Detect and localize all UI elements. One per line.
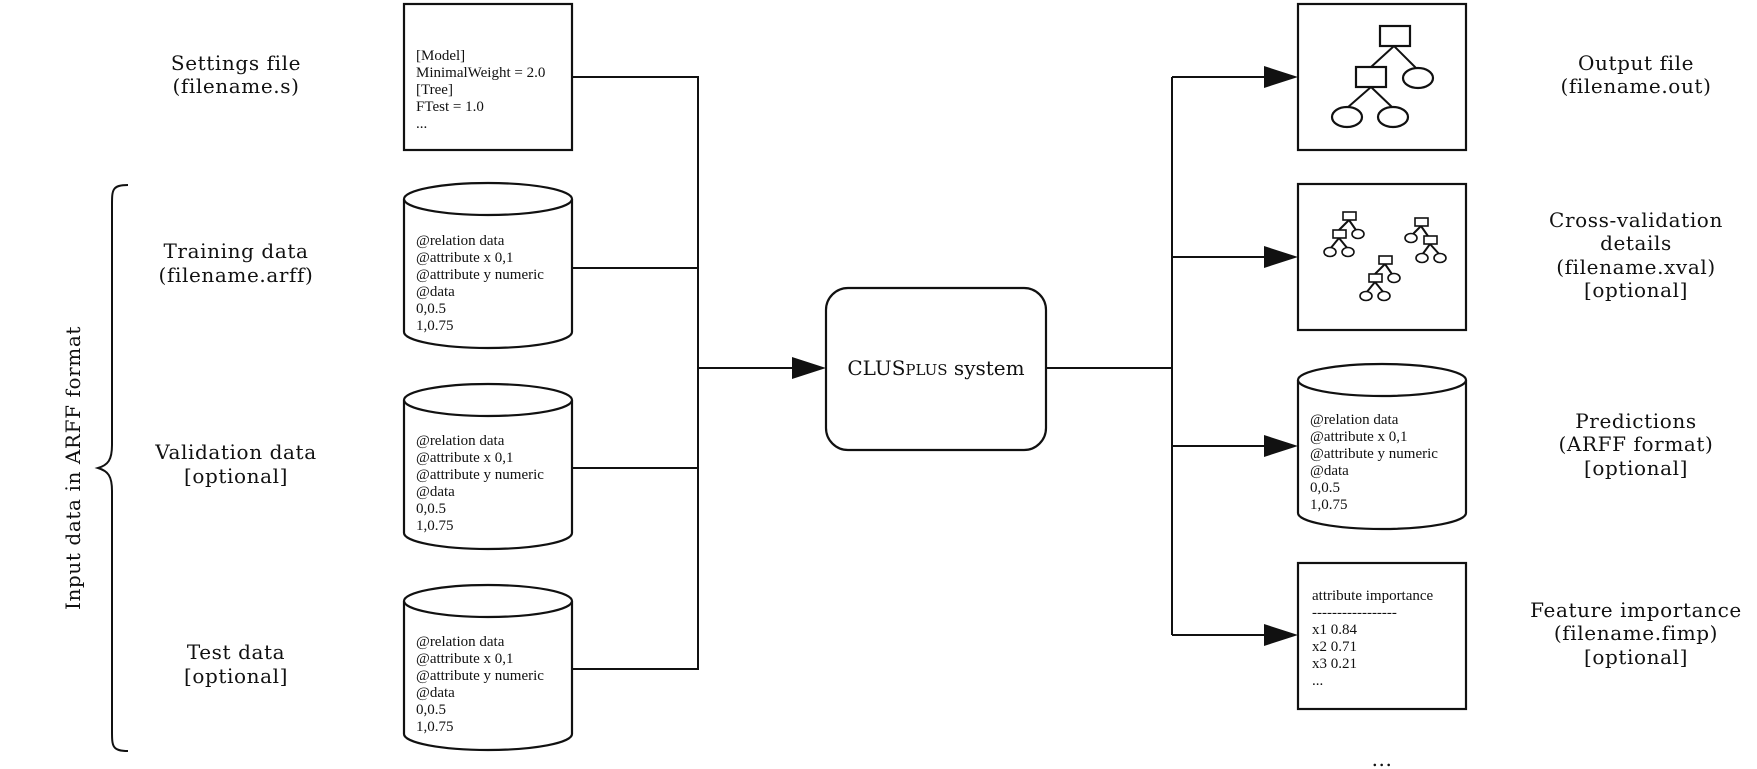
predictions-line-2: @attribute x 0,1	[1310, 429, 1408, 445]
cross-validation-label: Cross-validation details (filename.xval)…	[1549, 208, 1723, 302]
test-line-2: @attribute x 0,1	[416, 651, 514, 667]
settings-line-3: [Tree]	[416, 82, 453, 98]
predictions-line-1: @relation data	[1310, 412, 1399, 428]
fimp-line-4: x2 0.71	[1312, 639, 1357, 655]
input-group-brace	[94, 184, 129, 752]
small-tree-icon	[1323, 211, 1365, 258]
input-group-label: Input data in ARFF format	[61, 326, 85, 610]
validation-data-label: Validation data [optional]	[154, 440, 316, 488]
arrow-to-feature-importance	[1264, 624, 1298, 646]
training-line-1: @relation data	[416, 233, 505, 249]
svg-text:Output file: Output file	[1578, 51, 1694, 75]
settings-line-2: MinimalWeight = 2.0	[416, 65, 545, 81]
small-tree-icon	[1359, 255, 1401, 302]
svg-text:[optional]: [optional]	[1584, 278, 1688, 302]
feature-importance-label: Feature importance (filename.fimp) [opti…	[1530, 598, 1742, 669]
more-outputs-ellipsis: ...	[1372, 747, 1393, 769]
svg-text:(filename.xval): (filename.xval)	[1556, 255, 1716, 279]
predictions-line-4: @data	[1310, 463, 1349, 479]
validation-line-1: @relation data	[416, 433, 505, 449]
fimp-line-5: x3 0.21	[1312, 656, 1357, 672]
validation-line-4: @data	[416, 484, 455, 500]
arrow-to-output-file	[1264, 66, 1298, 88]
test-line-5: 0,0.5	[416, 702, 446, 718]
training-line-5: 0,0.5	[416, 301, 446, 317]
test-line-4: @data	[416, 685, 455, 701]
test-line-1: @relation data	[416, 634, 505, 650]
predictions-line-3: @attribute y numeric	[1310, 446, 1438, 462]
settings-line-4: FTest = 1.0	[416, 99, 484, 115]
test-data-cylinder: @relation data @attribute x 0,1 @attribu…	[402, 583, 574, 752]
svg-text:(filename.s): (filename.s)	[172, 74, 299, 98]
validation-line-2: @attribute x 0,1	[416, 450, 514, 466]
test-line-3: @attribute y numeric	[416, 668, 544, 684]
svg-text:Cross-validation: Cross-validation	[1549, 208, 1723, 232]
test-data-label: Test data [optional]	[184, 640, 288, 688]
predictions-cylinder: @relation data @attribute x 0,1 @attribu…	[1296, 362, 1468, 531]
predictions-line-5: 0,0.5	[1310, 480, 1340, 496]
settings-file-label: Settings file (filename.s)	[171, 51, 301, 98]
arrow-to-system	[792, 357, 826, 379]
svg-text:Test data: Test data	[187, 640, 285, 664]
cross-validation-box	[1296, 182, 1468, 332]
training-line-2: @attribute x 0,1	[416, 250, 514, 266]
validation-data-cylinder: @relation data @attribute x 0,1 @attribu…	[402, 382, 574, 551]
output-connectors	[1046, 66, 1298, 646]
svg-text:(filename.out): (filename.out)	[1561, 74, 1712, 98]
test-line-6: 1,0.75	[416, 719, 454, 735]
output-file-label: Output file (filename.out)	[1561, 51, 1712, 98]
fimp-line-2: -----------------	[1312, 605, 1397, 621]
training-data-cylinder: @relation data @attribute x 0,1 @attribu…	[402, 181, 574, 350]
small-tree-icon	[1404, 217, 1447, 264]
output-file-box	[1296, 2, 1468, 152]
svg-text:Predictions: Predictions	[1575, 409, 1696, 433]
svg-text:(ARFF format): (ARFF format)	[1559, 432, 1714, 456]
system-name: CLUSPLUS system	[847, 356, 1024, 380]
svg-text:Feature importance: Feature importance	[1530, 598, 1742, 622]
svg-text:(filename.arff): (filename.arff)	[159, 263, 314, 287]
clusplus-system-box: CLUSPLUS system	[824, 286, 1048, 452]
feature-importance-box: attribute importance ----------------- x…	[1296, 561, 1468, 711]
settings-line-5: ...	[416, 116, 427, 132]
input-connectors	[572, 76, 826, 670]
predictions-label: Predictions (ARFF format) [optional]	[1559, 409, 1714, 480]
settings-line-1: [Model]	[416, 48, 465, 64]
training-line-4: @data	[416, 284, 455, 300]
arrow-to-predictions	[1264, 435, 1298, 457]
svg-text:details: details	[1600, 231, 1672, 255]
fimp-line-6: ...	[1312, 673, 1323, 689]
svg-text:Validation data: Validation data	[154, 440, 316, 464]
svg-text:[optional]: [optional]	[1584, 456, 1688, 480]
svg-text:[optional]: [optional]	[1584, 645, 1688, 669]
validation-line-6: 1,0.75	[416, 518, 454, 534]
tree-ensemble-icon	[1323, 211, 1447, 302]
fimp-line-3: x1 0.84	[1312, 622, 1358, 638]
svg-text:Training data: Training data	[163, 239, 308, 263]
training-line-3: @attribute y numeric	[416, 267, 544, 283]
training-line-6: 1,0.75	[416, 318, 454, 334]
training-data-label: Training data (filename.arff)	[159, 239, 314, 287]
tree-icon	[1330, 24, 1435, 129]
svg-text:(filename.fimp): (filename.fimp)	[1554, 621, 1718, 645]
fimp-line-1: attribute importance	[1312, 588, 1434, 604]
predictions-line-6: 1,0.75	[1310, 497, 1348, 513]
svg-text:[optional]: [optional]	[184, 664, 288, 688]
validation-line-5: 0,0.5	[416, 501, 446, 517]
svg-text:[optional]: [optional]	[184, 464, 288, 488]
validation-line-3: @attribute y numeric	[416, 467, 544, 483]
arrow-to-cross-validation	[1264, 246, 1298, 268]
settings-file-box: [Model] MinimalWeight = 2.0 [Tree] FTest…	[402, 2, 574, 152]
svg-text:Settings file: Settings file	[171, 51, 301, 75]
